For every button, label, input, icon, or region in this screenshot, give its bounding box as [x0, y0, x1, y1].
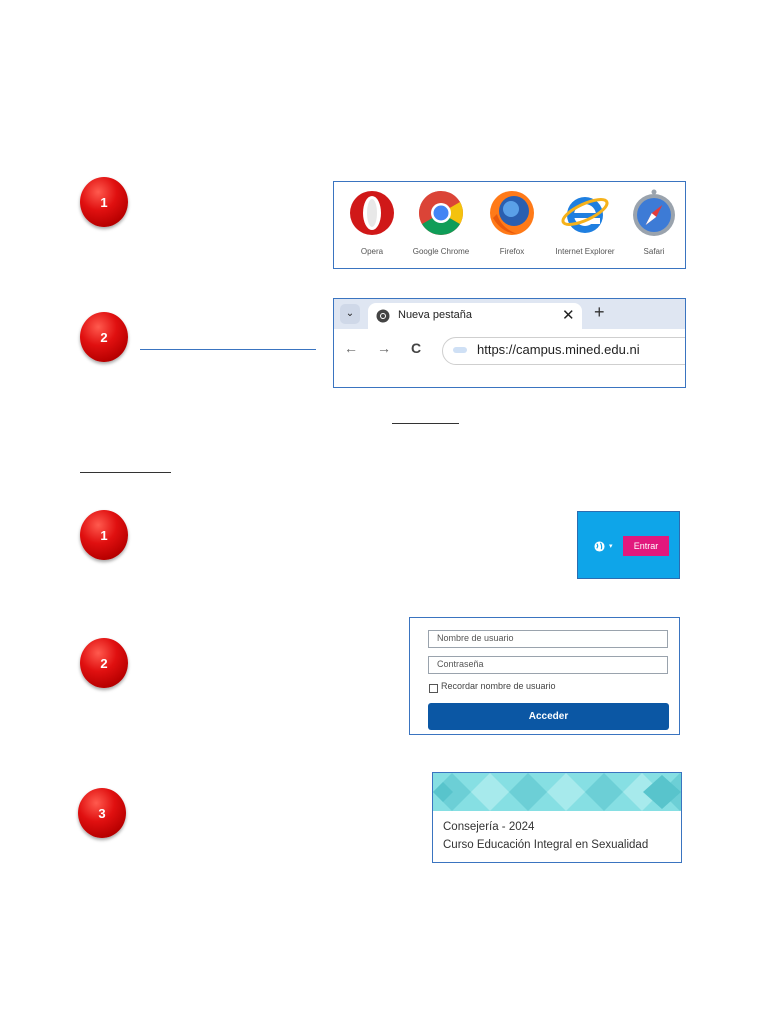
- remember-checkbox[interactable]: [429, 684, 438, 693]
- course-card[interactable]: Consejería - 2024 Curso Educación Integr…: [432, 772, 682, 863]
- browser-chrome[interactable]: Google Chrome: [411, 188, 471, 256]
- step-badge-2: 2: [80, 312, 128, 362]
- entrar-button[interactable]: Entrar: [623, 536, 669, 556]
- course-category: Consejería - 2024: [443, 821, 535, 833]
- address-url: https://campus.mined.edu.ni: [477, 342, 640, 357]
- browser-label: Google Chrome: [412, 247, 470, 256]
- navigation-bar: ← → C https://campus.mined.edu.ni: [334, 329, 685, 369]
- acceder-button[interactable]: Acceder: [428, 703, 669, 730]
- back-icon[interactable]: ←: [344, 340, 358, 356]
- step-number: 1: [100, 194, 108, 210]
- address-bar[interactable]: https://campus.mined.edu.ni: [442, 337, 685, 365]
- step-number: 2: [100, 329, 108, 345]
- close-tab-icon[interactable]: ✕: [562, 307, 575, 324]
- login-form: Nombre de usuario Contraseña Recordar no…: [409, 617, 680, 735]
- browser-opera[interactable]: Opera: [342, 188, 402, 256]
- tab-bar: ⌄ Nueva pestaña ✕ +: [334, 299, 685, 329]
- browser-internet-explorer[interactable]: Internet Explorer: [555, 188, 615, 256]
- browser-label: Safari: [643, 247, 665, 256]
- step-badge-2: 2: [80, 638, 128, 688]
- opera-icon: [350, 191, 394, 235]
- safari-icon: [633, 189, 675, 236]
- forward-icon[interactable]: →: [377, 340, 391, 356]
- step-number: 2: [100, 655, 108, 671]
- browser-label: Internet Explorer: [555, 247, 615, 256]
- diamond-pattern-graphic: [433, 773, 681, 811]
- globe-icon[interactable]: [594, 541, 605, 552]
- step-number: 1: [100, 527, 108, 543]
- section-heading-underline: [80, 472, 171, 473]
- username-field[interactable]: Nombre de usuario: [428, 630, 668, 648]
- browser-label: Opera: [360, 247, 384, 256]
- course-banner-image: [433, 773, 681, 811]
- reload-icon[interactable]: C: [411, 340, 422, 356]
- connector-line: [140, 349, 316, 350]
- browser-icons-panel: Opera Google Chrome Firefox Interne: [333, 181, 686, 269]
- step-badge-1: 1: [80, 510, 128, 560]
- tab-title: Nueva pestaña: [398, 309, 472, 321]
- tab-search-button[interactable]: ⌄: [340, 304, 360, 324]
- chrome-tab-icon: [376, 309, 390, 323]
- step-badge-3: 3: [78, 788, 126, 838]
- browser-firefox[interactable]: Firefox: [482, 188, 542, 256]
- tab-new[interactable]: Nueva pestaña ✕: [368, 303, 582, 329]
- internet-explorer-icon: [561, 197, 609, 233]
- underline-rule: [392, 423, 459, 424]
- browser-safari[interactable]: Safari: [624, 188, 684, 256]
- course-name[interactable]: Curso Educación Integral en Sexualidad: [443, 839, 649, 851]
- remember-label: Recordar nombre de usuario: [441, 681, 556, 691]
- firefox-icon: [490, 191, 534, 235]
- password-field[interactable]: Contraseña: [428, 656, 668, 674]
- login-header-panel: ▾ Entrar: [577, 511, 680, 579]
- site-info-icon[interactable]: [453, 347, 467, 353]
- browser-label: Firefox: [499, 247, 525, 256]
- step-number: 3: [98, 805, 106, 821]
- step-badge-1: 1: [80, 177, 128, 227]
- chevron-down-icon[interactable]: ▾: [609, 543, 613, 550]
- new-tab-button[interactable]: +: [594, 302, 605, 322]
- chrome-window: ⌄ Nueva pestaña ✕ + ← → C https://campus…: [333, 298, 686, 388]
- chrome-icon: [419, 191, 463, 235]
